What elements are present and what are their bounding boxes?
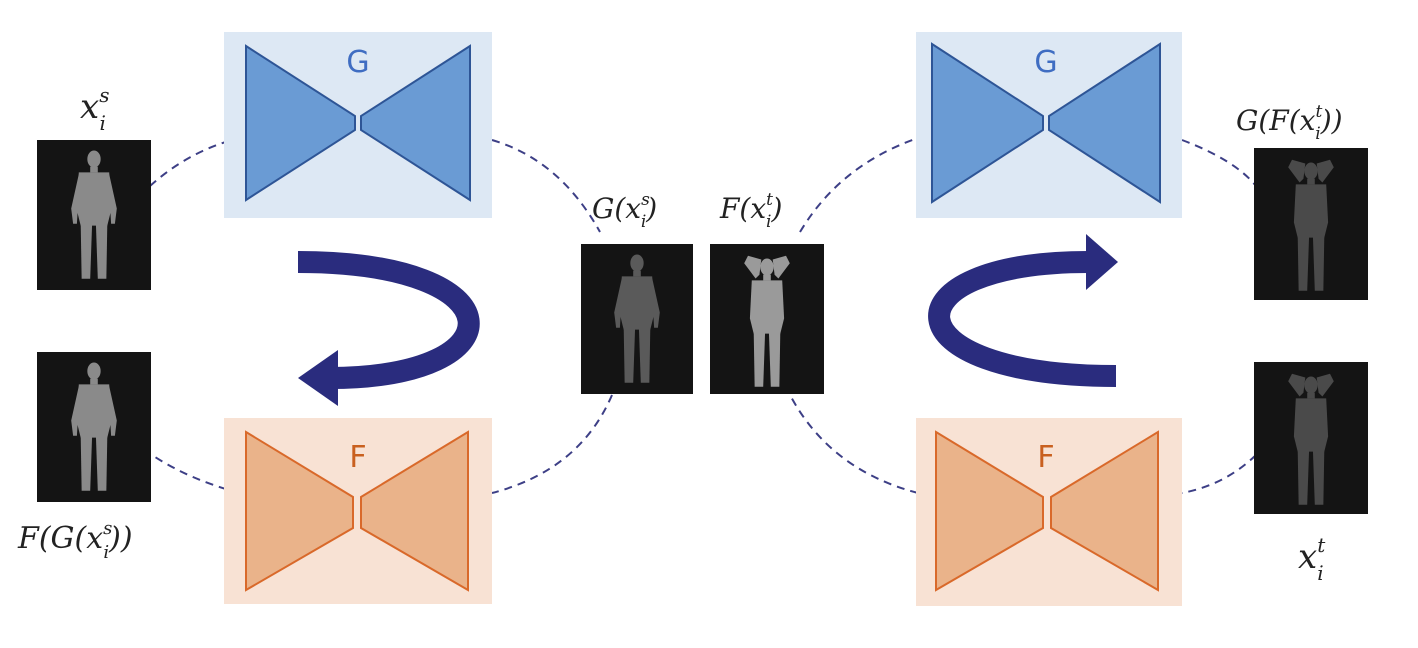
scan-xt	[1254, 362, 1368, 514]
network-f-left: F	[224, 418, 492, 604]
f-right-encoder	[935, 430, 1044, 592]
g-right-decoder	[1048, 42, 1161, 204]
dashed-connectors	[149, 137, 1257, 494]
scan-fg-xs	[37, 352, 151, 502]
g-right-encoder	[931, 42, 1044, 204]
arc-fxt-to-g	[799, 137, 919, 233]
cycle-arrow-right	[928, 234, 1118, 387]
arc-f-to-fxt	[789, 394, 919, 494]
g-left-encoder	[245, 44, 356, 202]
scan-g-xs	[581, 244, 693, 394]
scan-xs	[37, 140, 151, 290]
g-right-letter: G	[1034, 45, 1057, 80]
cycle-arrow-left	[297, 251, 480, 406]
scan-f-xt	[710, 244, 824, 394]
arc-g-to-gxs	[491, 139, 601, 233]
arc-f-to-fgxs	[151, 454, 241, 494]
f-left-encoder	[245, 430, 354, 592]
f-left-letter: F	[349, 440, 366, 475]
network-g-right: G	[916, 32, 1182, 218]
arc-gxs-to-f	[491, 394, 613, 494]
f-right-decoder	[1050, 430, 1159, 592]
f-right-letter: F	[1037, 440, 1054, 475]
g-left-letter: G	[346, 45, 369, 80]
g-left-decoder	[360, 44, 471, 202]
network-f-right: F	[916, 418, 1182, 606]
arc-xt-to-f	[1181, 454, 1257, 494]
scan-gf-xt	[1254, 148, 1368, 300]
arc-g-to-gfxt	[1181, 139, 1257, 187]
network-g-left: G	[224, 32, 492, 218]
f-left-decoder	[360, 430, 469, 592]
